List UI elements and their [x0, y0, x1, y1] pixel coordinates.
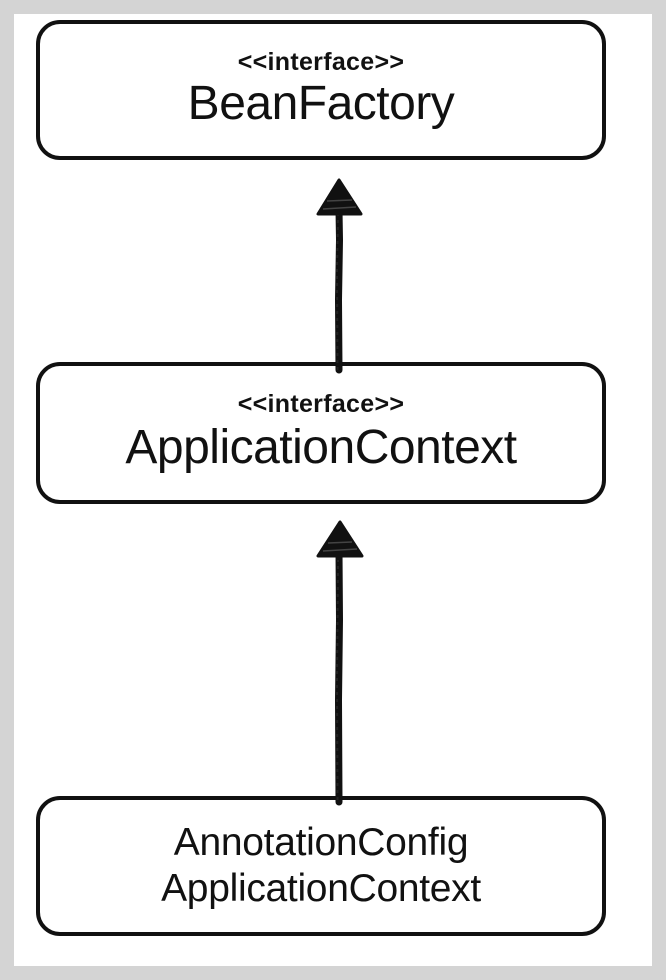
application-context-stereotype: <<interface>>	[237, 390, 405, 418]
annotation-config-application-context-node: AnnotationConfig ApplicationContext	[36, 796, 606, 936]
bean-factory-name: BeanFactory	[187, 77, 455, 130]
bean-factory-node: <<interface>> BeanFactory	[36, 20, 606, 160]
annotation-config-name-line-1: AnnotationConfig	[173, 821, 469, 864]
annotation-config-name-line-2: ApplicationContext	[161, 867, 481, 910]
application-context-name: ApplicationContext	[125, 421, 517, 474]
bean-factory-stereotype: <<interface>>	[237, 48, 405, 76]
application-context-node: <<interface>> ApplicationContext	[36, 362, 606, 504]
